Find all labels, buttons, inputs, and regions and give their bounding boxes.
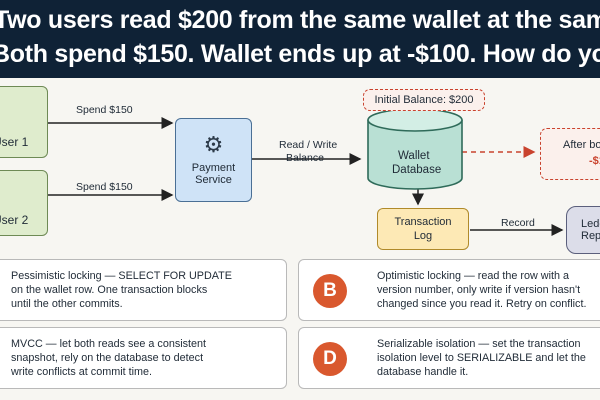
- transaction-log-line-1: Transaction: [394, 216, 452, 228]
- user-2-box: User 2: [0, 170, 48, 236]
- transaction-log-box: Transaction Log: [377, 208, 469, 250]
- option-b-line-3: changed since you read it. Retry on conf…: [377, 298, 587, 310]
- read-write-label-2: Balance: [286, 152, 324, 164]
- diagram-connectors: [0, 96, 564, 236]
- payment-service-line-1: Payment: [191, 162, 236, 174]
- user-2-label: User 2: [0, 213, 29, 227]
- option-a-line-1: Pessimistic locking — SELECT FOR UPDATE: [11, 270, 232, 282]
- option-card-b[interactable]: B Optimistic locking — read the row with…: [298, 259, 600, 321]
- header-banner: Two users read $200 from the same wallet…: [0, 0, 600, 78]
- option-a-line-3: until the other commits.: [11, 298, 123, 310]
- option-a-line-2: on the wallet row. One transaction block…: [11, 284, 208, 296]
- option-b-line-2: version number, only write if version ha…: [377, 284, 581, 296]
- option-d-badge: D: [313, 342, 347, 376]
- transaction-log-line-2: Log: [413, 230, 433, 242]
- option-b-badge: B: [313, 274, 347, 308]
- after-both-value: -$100: [589, 155, 600, 167]
- option-d-text: Serializable isolation — set the transac…: [377, 337, 586, 379]
- user-1-box: User 1: [0, 86, 48, 158]
- record-label: Record: [501, 217, 535, 229]
- option-d-line-1: Serializable isolation — set the transac…: [377, 338, 581, 350]
- option-a-text: Pessimistic locking — SELECT FOR UPDATE …: [11, 269, 232, 311]
- gear-icon: ⚙: [203, 132, 224, 157]
- user-1-label: User 1: [0, 135, 29, 149]
- option-c-line-3: write conflicts at commit time.: [11, 366, 152, 378]
- after-both-label: After both: [563, 139, 600, 151]
- option-c-text: MVCC — let both reads see a consistent s…: [11, 337, 206, 379]
- initial-balance-tag: Initial Balance: $200: [363, 89, 485, 111]
- option-c-line-2: snapshot, rely on the database to detect: [11, 352, 204, 364]
- header-line-2: Both spend $150. Wallet ends up at -$100…: [0, 40, 600, 68]
- option-c-line-1: MVCC — let both reads see a consistent: [11, 338, 207, 350]
- after-both-tag: After both -$100: [540, 128, 600, 180]
- option-d-line-3: database handle it.: [377, 366, 469, 378]
- option-card-c[interactable]: MVCC — let both reads see a consistent s…: [0, 327, 287, 389]
- wallet-database-cylinder: [367, 108, 463, 190]
- ledger-line-1: Ledger: [581, 218, 600, 230]
- header-line-1: Two users read $200 from the same wallet…: [0, 6, 600, 34]
- read-write-label-1: Read / Write: [279, 139, 338, 151]
- option-d-line-2: isolation level to SERIALIZABLE and let …: [377, 352, 586, 364]
- option-b-line-1: Optimistic locking — read the row with a: [377, 270, 570, 282]
- option-card-a[interactable]: Pessimistic locking — SELECT FOR UPDATE …: [0, 259, 287, 321]
- option-card-d[interactable]: D Serializable isolation — set the trans…: [298, 327, 600, 389]
- payment-service-box: ⚙ Payment Service: [175, 118, 252, 202]
- ledger-report-box: Ledger Report: [566, 206, 600, 254]
- wallet-label-2: Database: [392, 164, 442, 176]
- spend-label-2: Spend $150: [76, 181, 133, 193]
- spend-label-1: Spend $150: [76, 104, 133, 116]
- wallet-label-1: Wallet: [398, 150, 430, 162]
- option-b-text: Optimistic locking — read the row with a…: [377, 269, 586, 311]
- architecture-diagram: User 1 User 2 Spend $150 Spend $150 ⚙ Pa…: [0, 78, 600, 254]
- ledger-line-2: Report: [581, 230, 600, 242]
- payment-service-line-2: Service: [195, 174, 232, 186]
